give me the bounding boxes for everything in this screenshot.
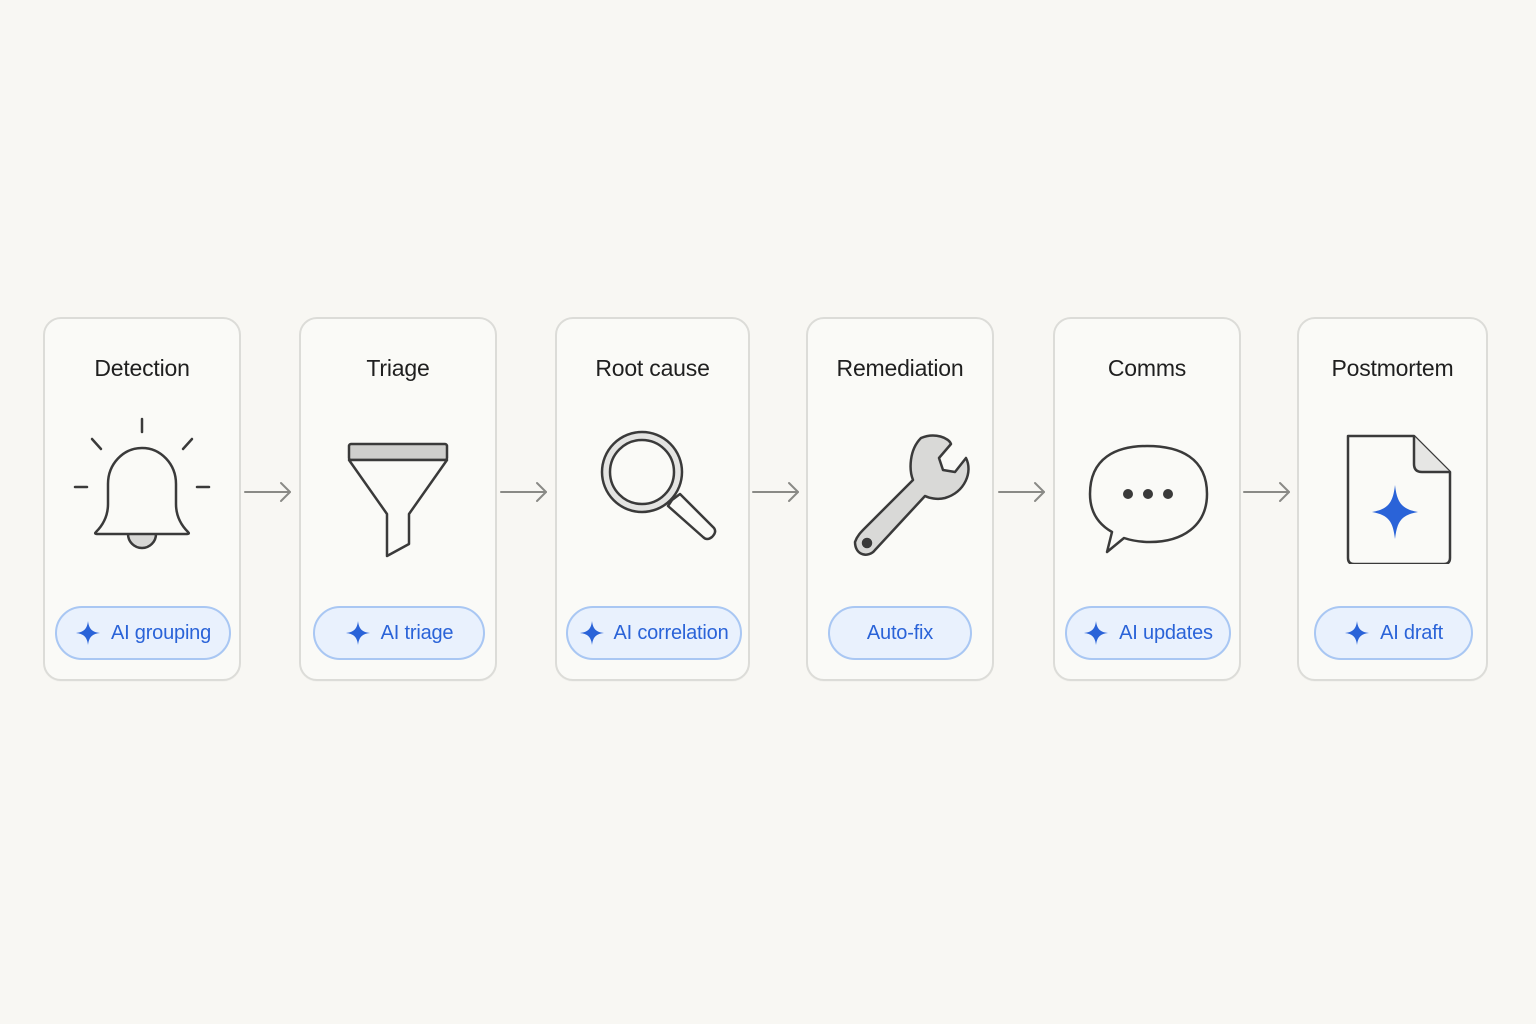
stage-title: Detection — [94, 355, 190, 381]
badge-label: AI draft — [1380, 621, 1443, 644]
sparkle-icon — [580, 621, 605, 645]
stage-title: Remediation — [836, 355, 964, 381]
stage-title: Postmortem — [1331, 355, 1454, 381]
arrow-right-icon — [996, 480, 1048, 504]
stage-card-root-cause: Root cause AI correlation — [555, 317, 750, 681]
badge-label: Auto-fix — [866, 621, 934, 644]
stage-card-comms: Comms AI updates — [1053, 317, 1241, 681]
sparkle-icon — [1345, 621, 1370, 645]
arrow-right-icon — [498, 480, 550, 504]
magnifier-icon — [578, 414, 728, 564]
sparkle-icon — [345, 621, 370, 645]
stage-card-remediation: Remediation Auto-fix — [806, 317, 994, 681]
sparkle-icon — [1084, 621, 1109, 645]
chat-bubble-icon — [1072, 414, 1222, 564]
badge-label: AI updates — [1119, 621, 1213, 644]
stage-card-postmortem: Postmortem AI draft — [1297, 317, 1488, 681]
bell-icon — [67, 414, 217, 564]
arrow-right-icon — [242, 480, 294, 504]
stage-title: Root cause — [595, 355, 710, 381]
badge-ai-updates: AI updates — [1065, 606, 1231, 660]
badge-label: AI correlation — [613, 621, 729, 644]
stage-title: Comms — [1107, 355, 1187, 381]
arrow-right-icon — [1241, 480, 1293, 504]
badge-ai-triage: AI triage — [313, 606, 485, 660]
sparkle-icon — [75, 621, 100, 645]
badge-ai-draft: AI draft — [1314, 606, 1473, 660]
badge-label: AI triage — [380, 621, 454, 644]
wrench-icon — [825, 414, 975, 564]
badge-ai-correlation: AI correlation — [566, 606, 742, 660]
stage-card-detection: Detection AI grouping — [43, 317, 241, 681]
badge-label: AI grouping — [110, 621, 212, 644]
funnel-icon — [323, 414, 473, 564]
badge-ai-grouping: AI grouping — [55, 606, 231, 660]
stage-title: Triage — [366, 355, 430, 381]
document-sparkle-icon — [1318, 414, 1468, 564]
arrow-right-icon — [750, 480, 802, 504]
badge-auto-fix: Auto-fix — [828, 606, 972, 660]
stage-card-triage: Triage AI triage — [299, 317, 497, 681]
